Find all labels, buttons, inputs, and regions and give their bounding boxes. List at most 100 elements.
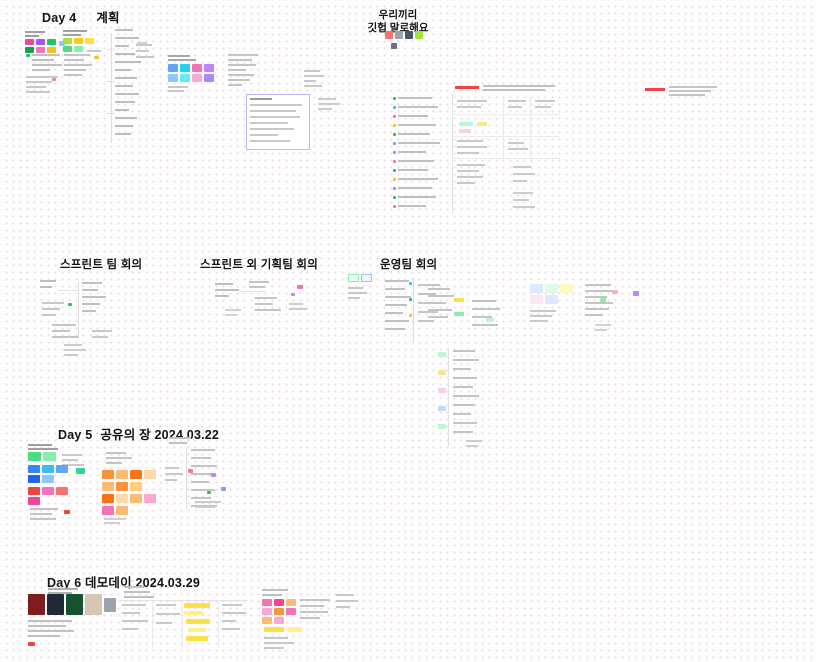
sticky-note[interactable] [207,491,211,494]
sticky-note[interactable] [211,473,216,477]
sticky-note[interactable] [274,599,284,606]
sticky-note[interactable] [74,46,83,52]
sticky-note[interactable] [530,284,543,293]
sticky-note[interactable] [393,106,396,109]
sticky-note[interactable] [28,475,40,483]
sticky-note[interactable] [393,115,396,118]
sticky-note[interactable] [47,47,56,53]
sticky-note[interactable] [459,122,473,126]
sticky-note[interactable] [102,494,114,503]
sticky-note[interactable] [186,619,210,624]
sticky-note[interactable] [438,352,446,357]
sticky-note[interactable] [68,303,72,306]
sticky-note[interactable] [393,160,396,163]
ops-team-title[interactable]: 운영팀 회의 [380,259,438,271]
sticky-note[interactable] [94,56,99,59]
sticky-note[interactable] [188,628,206,632]
sticky-note[interactable] [262,608,272,615]
sticky-note[interactable] [454,298,464,302]
sticky-note[interactable] [393,178,396,181]
sticky-note[interactable] [530,295,543,304]
sticky-note[interactable] [393,169,396,172]
sticky-note[interactable] [43,452,56,461]
sticky-note[interactable] [486,318,494,322]
sticky-note[interactable] [25,47,34,53]
sticky-note[interactable] [545,295,558,304]
sticky-note[interactable] [438,406,446,411]
sticky-note[interactable] [204,74,214,82]
sticky-note[interactable] [28,452,41,461]
sticky-note[interactable] [130,470,142,479]
github-note-text[interactable]: 우리끼리 깃헙 말로해요 [353,9,443,35]
sticky-note[interactable] [274,608,284,615]
sticky-note[interactable] [612,290,618,294]
sticky-note[interactable] [438,388,446,393]
sticky-note[interactable] [42,465,54,473]
sticky-note[interactable] [144,470,156,479]
sticky-note[interactable] [28,465,40,473]
sticky-note[interactable] [600,298,606,302]
sticky-note[interactable] [391,43,397,49]
sticky-note[interactable] [28,497,40,505]
sticky-note[interactable] [168,74,178,82]
sticky-note[interactable] [28,642,35,646]
sticky-note[interactable] [25,39,34,45]
sticky-note[interactable] [63,38,72,44]
sticky-note[interactable] [393,142,396,145]
frame-box[interactable] [361,274,372,282]
sticky-note[interactable] [415,31,423,39]
sticky-note[interactable] [438,424,446,429]
sticky-note[interactable] [116,482,128,491]
sticky-note[interactable] [52,78,56,81]
sticky-note[interactable] [56,487,68,495]
sticky-note[interactable] [64,510,70,514]
sticky-note[interactable] [47,39,56,45]
sticky-note[interactable] [204,64,214,72]
sticky-note[interactable] [393,196,396,199]
sticky-note[interactable] [26,54,30,57]
sticky-note[interactable] [286,599,296,606]
sticky-note[interactable] [393,97,396,100]
sticky-note[interactable] [116,506,128,515]
sticky-note[interactable] [104,598,116,612]
sticky-note[interactable] [477,122,487,126]
sticky-note[interactable] [438,370,446,375]
sticky-note[interactable] [262,617,272,624]
sticky-note[interactable] [192,64,202,72]
sticky-note[interactable] [116,470,128,479]
sticky-note[interactable] [180,74,190,82]
sticky-note[interactable] [221,487,226,491]
sticky-note[interactable] [395,31,403,39]
sticky-note[interactable] [168,64,178,72]
sticky-note[interactable] [192,74,202,82]
sprint-team-title[interactable]: 스프린트 팀 회의 [60,259,143,271]
sticky-note[interactable] [130,482,142,491]
sticky-note[interactable] [42,487,54,495]
sticky-note[interactable] [264,627,284,632]
sticky-note[interactable] [28,487,40,495]
sticky-note[interactable] [186,636,208,641]
sticky-note[interactable] [545,284,558,293]
sticky-note[interactable] [56,465,68,473]
sticky-note[interactable] [180,64,190,72]
sticky-note[interactable] [28,594,45,615]
sticky-note[interactable] [459,129,471,133]
sticky-note[interactable] [63,46,72,52]
sticky-note[interactable] [288,627,302,632]
day6-section-title[interactable]: Day 6 데모데이 2024.03.29 [47,576,201,590]
sticky-note[interactable] [393,133,396,136]
sticky-note[interactable] [188,469,193,473]
sticky-note[interactable] [409,298,412,301]
sticky-note[interactable] [59,41,65,46]
sticky-note[interactable] [47,594,64,615]
sticky-note[interactable] [116,494,128,503]
sticky-note[interactable] [385,31,393,39]
sticky-note[interactable] [454,312,464,316]
sticky-note[interactable] [36,47,45,53]
sticky-note[interactable] [274,617,284,624]
sticky-note[interactable] [144,494,156,503]
sticky-note[interactable] [42,475,54,483]
sticky-note[interactable] [286,608,296,615]
frame-box[interactable] [348,274,359,282]
